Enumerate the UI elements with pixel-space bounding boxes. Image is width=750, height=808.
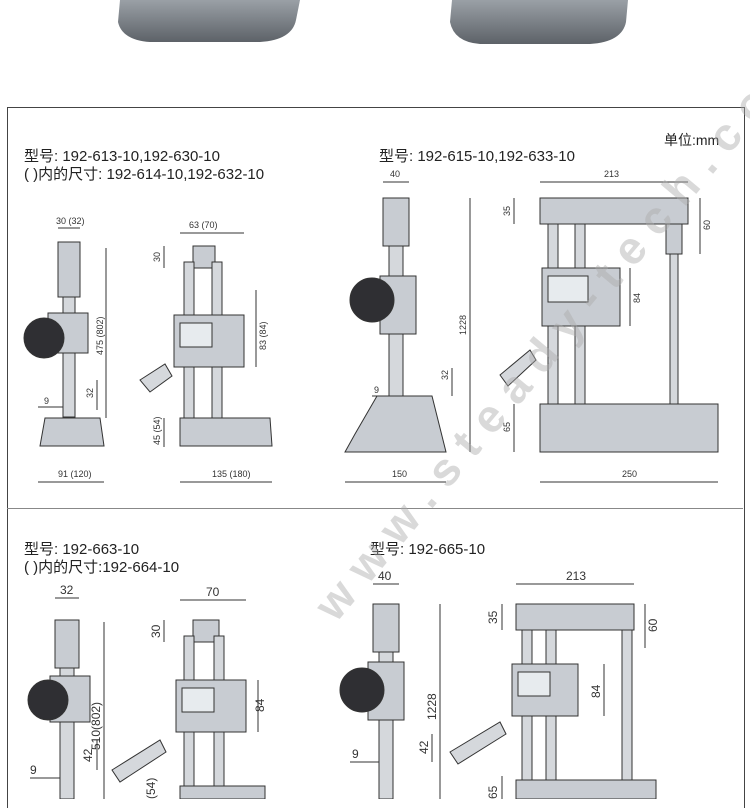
right-base-photo	[450, 0, 628, 44]
panel1-alt-line: ( )内的尺寸: 192-614-10,192-632-10	[24, 166, 265, 183]
p1-dial-wheel	[23, 317, 65, 359]
panel2-model-line: 型号: 192-615-10,192-633-10	[379, 148, 575, 165]
p3-column-head	[54, 619, 80, 669]
p3-dim-3: 510(802)	[89, 702, 103, 750]
p1-dim-4: 83 (84)	[258, 321, 268, 350]
p4-dim-3: 60	[646, 618, 660, 632]
p2-dim-9: 150	[392, 469, 407, 479]
p4-dim-5: 84	[589, 684, 603, 698]
p2-dial-wheel	[349, 277, 395, 323]
p3-dim-1: 70	[206, 585, 220, 599]
panel4-drawing	[339, 583, 657, 799]
p2-dim-8: 65	[502, 422, 512, 432]
p2-dim-0: 40	[390, 169, 400, 179]
unit-label: 单位:mm	[664, 132, 720, 148]
panel2-drawing	[344, 181, 719, 483]
p4-dim-7: 9	[352, 747, 359, 761]
p1-base-right	[179, 417, 273, 447]
p4-dial-wheel	[339, 667, 385, 713]
p4-dim-2: 35	[486, 610, 500, 624]
p3-dim-0: 32	[60, 583, 74, 597]
p2-dim-2: 35	[502, 206, 512, 216]
panel1-drawing	[23, 227, 273, 483]
p4-dim-6: 42	[417, 740, 431, 754]
panel3-drawing	[27, 597, 266, 799]
p2-dim-6: 32	[440, 370, 450, 380]
p2-base-left	[344, 395, 447, 453]
drawing-frame	[7, 107, 745, 808]
p3-dim-2: 30	[149, 624, 163, 638]
p3-dim-6: 9	[30, 763, 37, 777]
p1-base-left	[39, 417, 105, 447]
panel3-alt-line: ( )内的尺寸:192-664-10	[24, 559, 180, 576]
panel1-model-line: 型号: 192-613-10,192-630-10	[24, 148, 220, 165]
p3-dim-7: (54)	[144, 778, 158, 799]
p1-dim-5: 32	[85, 388, 95, 398]
p4-dim-1: 213	[566, 569, 586, 583]
p4-dim-8: 65	[486, 785, 500, 799]
p3-dim-4: 84	[253, 698, 267, 712]
panel4-model-line: 型号: 192-665-10	[370, 541, 486, 558]
p4-dim-0: 40	[378, 569, 392, 583]
p2-dim-3: 60	[702, 220, 712, 230]
p1-dim-3: 475 (802)	[95, 316, 105, 355]
p2-dim-10: 250	[622, 469, 637, 479]
p1-dim-2: 30	[152, 252, 162, 262]
p2-base-right	[539, 403, 719, 453]
p4-column-head	[372, 603, 400, 653]
p1-dim-1: 63 (70)	[189, 220, 218, 230]
p1-dim-7: 45 (54)	[152, 416, 162, 445]
p2-dim-1: 213	[604, 169, 619, 179]
section-divider	[7, 508, 743, 509]
p2-dim-7: 9	[374, 385, 379, 395]
p2-top-bridge	[539, 197, 689, 225]
p1-dim-6: 9	[44, 396, 49, 406]
p1-dim-0: 30 (32)	[56, 216, 85, 226]
p3-dim-5: 42	[81, 748, 95, 762]
p2-dim-4: 1228	[458, 315, 468, 335]
p2-column-head	[382, 197, 410, 247]
p4-top-bridge	[515, 603, 635, 631]
p1-dim-8: 91 (120)	[58, 469, 92, 479]
p3-dial-wheel	[27, 679, 69, 721]
left-base-photo	[118, 0, 300, 42]
p4-dim-4: 1228	[425, 693, 439, 720]
panel3-model-line: 型号: 192-663-10	[24, 541, 140, 558]
p1-column-head	[57, 241, 81, 298]
p1-dim-9: 135 (180)	[212, 469, 251, 479]
p2-dim-5: 84	[632, 293, 642, 303]
product-photo-bases	[118, 0, 628, 44]
product-photo-strip	[0, 0, 750, 100]
